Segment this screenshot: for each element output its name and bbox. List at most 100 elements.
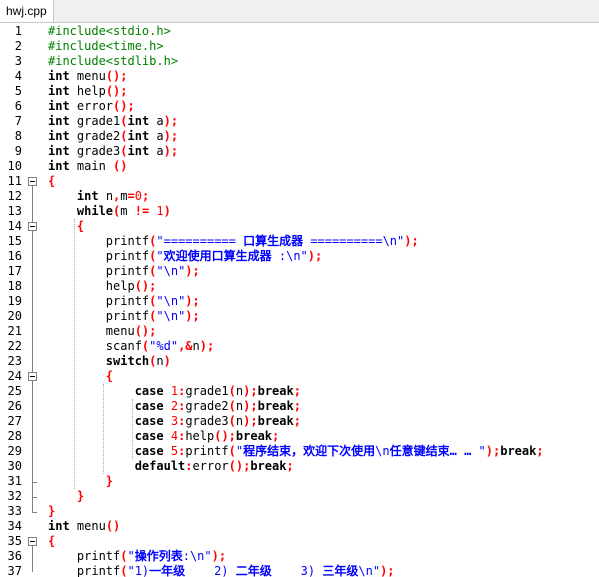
code-token: printf: [48, 309, 150, 323]
fold-margin: [28, 23, 42, 577]
code-token: }: [105, 474, 114, 488]
code-line: int menu(): [48, 519, 120, 534]
code-token: 2): [185, 564, 236, 577]
code-token: printf: [185, 444, 229, 458]
code-line: int grade1(int a);: [48, 114, 178, 129]
code-token: \n": [358, 564, 381, 577]
line-number: 37: [7, 564, 22, 577]
code-token: [48, 204, 77, 218]
code-line: printf("========== 口算生成器 ==========\n");: [48, 234, 419, 249]
indent-guide: [73, 219, 75, 489]
code-token: );: [199, 339, 215, 353]
code-line: help();: [48, 279, 157, 294]
indent-guide: [131, 399, 133, 459]
code-token: :: [178, 399, 186, 413]
code-token: ;: [536, 444, 544, 458]
line-number: 3: [14, 54, 22, 68]
code-line: int main (): [48, 159, 128, 174]
line-number: 8: [14, 129, 22, 143]
code-token: :: [178, 429, 186, 443]
code-token: [164, 384, 171, 398]
code-token: error: [192, 459, 229, 473]
code-token: n: [235, 414, 244, 428]
code-token: "==========: [156, 234, 244, 248]
code-line: }: [48, 474, 113, 489]
code-token: );: [211, 549, 227, 563]
code-token: (: [120, 144, 128, 158]
code-token: int: [48, 69, 70, 83]
code-token: grade2: [185, 399, 229, 413]
code-token: 3): [271, 564, 323, 577]
code-token: !=: [134, 204, 150, 218]
fold-toggle-icon[interactable]: [28, 537, 37, 546]
line-number: 30: [7, 459, 22, 473]
code-token: [457, 444, 464, 458]
code-token: 程序结束，欢迎下次使用: [243, 444, 376, 458]
code-token: );: [243, 414, 258, 428]
code-line: scanf("%d",&n);: [48, 339, 214, 354]
code-token: "\n": [156, 309, 186, 323]
code-token: (): [105, 519, 121, 533]
code-line: switch(n): [48, 354, 171, 369]
code-token: #include<stdlib.h>: [48, 54, 179, 68]
code-token: (: [113, 204, 121, 218]
code-token: switch: [105, 354, 150, 368]
code-token: n: [98, 189, 114, 203]
code-token: 口算生成器: [243, 234, 304, 248]
fold-range-line: [32, 546, 33, 572]
code-line: case 3:grade3(n);break;: [48, 414, 301, 429]
code-line: printf("\n");: [48, 294, 200, 309]
code-token: 任意键结束…: [389, 444, 457, 458]
fold-toggle-icon[interactable]: [28, 222, 37, 231]
code-token: =: [127, 189, 135, 203]
fold-range-line: [32, 231, 33, 497]
code-token: (): [113, 159, 128, 173]
code-token: [48, 414, 135, 428]
code-token: :\n": [271, 249, 308, 263]
code-line: int menu();: [48, 69, 128, 84]
fold-toggle-icon[interactable]: [28, 177, 37, 186]
code-token: [48, 459, 135, 473]
code-token: [164, 399, 171, 413]
code-token: (: [120, 129, 128, 143]
code-line: while(m != 1): [48, 204, 171, 219]
code-token: grade2: [69, 129, 121, 143]
fold-toggle-icon[interactable]: [28, 372, 37, 381]
code-token: menu: [48, 324, 135, 338]
code-token: (: [120, 549, 128, 563]
code-token: int: [48, 159, 70, 173]
code-token: ;: [286, 459, 294, 473]
code-token: (: [149, 264, 157, 278]
code-token: );: [163, 129, 179, 143]
line-number: 20: [7, 309, 22, 323]
code-token: (: [228, 414, 236, 428]
code-token: printf: [48, 564, 121, 577]
code-token: ();: [134, 279, 157, 293]
code-token: break: [500, 444, 537, 458]
line-number: 28: [7, 429, 22, 443]
line-number: 33: [7, 504, 22, 518]
code-line: printf("欢迎使用口算生成器 :\n");: [48, 249, 322, 264]
code-token: a: [149, 129, 164, 143]
line-number: 21: [7, 324, 22, 338]
code-line: int grade3(int a);: [48, 144, 178, 159]
code-token: (: [149, 309, 157, 323]
code-line: printf("\n");: [48, 264, 200, 279]
code-token: while: [76, 204, 114, 218]
code-token: printf: [48, 264, 150, 278]
code-line: printf("操作列表:\n");: [48, 549, 226, 564]
tab-hwj-cpp[interactable]: hwj.cpp: [0, 0, 54, 22]
code-token: [48, 189, 77, 203]
line-number: 24: [7, 369, 22, 383]
code-token: 1: [170, 384, 179, 398]
fold-range-line: [32, 381, 33, 482]
code-token: 1: [156, 204, 164, 218]
code-line: }: [48, 504, 55, 519]
tab-bar: hwj.cpp: [0, 0, 599, 23]
code-line: {: [48, 369, 113, 384]
code-token: ,: [113, 189, 121, 203]
code-token: menu: [69, 69, 106, 83]
code-token: {: [105, 369, 114, 383]
code-token: break: [250, 459, 287, 473]
